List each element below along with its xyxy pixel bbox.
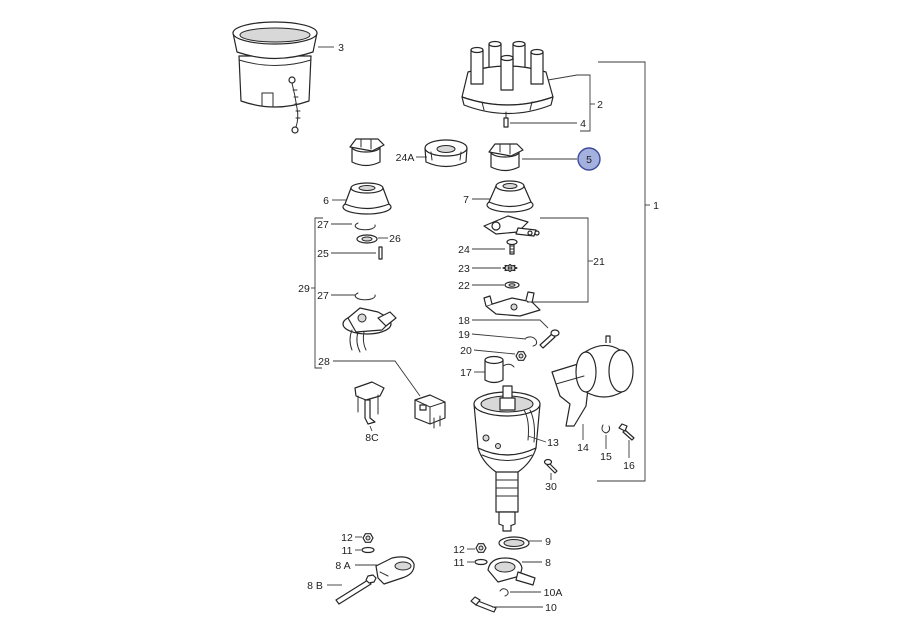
part-rotor-alt — [349, 138, 385, 167]
callout-19[interactable]: 19 — [458, 329, 470, 341]
part-22-washer — [504, 281, 520, 289]
part-9-seal-ring — [498, 536, 530, 550]
part-11-washer-left — [361, 546, 375, 554]
callout-8a[interactable]: 8 A — [335, 560, 350, 572]
callout-9[interactable]: 9 — [545, 536, 551, 548]
callout-30[interactable]: 30 — [545, 481, 557, 493]
callout-18[interactable]: 18 — [458, 315, 470, 327]
part-29-breaker-plate-assembly — [342, 307, 397, 353]
part-3-shield — [232, 21, 318, 108]
callout-12-right[interactable]: 12 — [453, 544, 465, 556]
part-3-ground-wire — [288, 76, 301, 134]
callout-27-upper[interactable]: 27 — [317, 219, 329, 231]
part-30-screw — [543, 458, 558, 474]
part-16-screw — [618, 423, 635, 441]
part-13-distributor-housing — [473, 385, 541, 532]
part-7-dust-shield — [486, 180, 534, 213]
callout-10a[interactable]: 10A — [544, 587, 563, 599]
callout-20[interactable]: 20 — [460, 345, 472, 357]
part-15-clip — [601, 424, 611, 434]
part-4-carbon-brush — [503, 111, 509, 128]
part-26-washer — [356, 234, 378, 244]
callout-5[interactable]: 5 — [586, 154, 592, 166]
callout-27-lower[interactable]: 27 — [317, 290, 329, 302]
callout-7[interactable]: 7 — [463, 194, 469, 206]
part-12-nut-right — [475, 543, 487, 553]
part-8-clamp — [487, 557, 536, 586]
callout-17[interactable]: 17 — [460, 367, 472, 379]
callout-2[interactable]: 2 — [597, 99, 603, 111]
part-28-connector — [414, 394, 446, 429]
callout-8c[interactable]: 8C — [365, 432, 379, 444]
callout-29[interactable]: 29 — [298, 283, 310, 295]
part-8c-bracket — [354, 381, 385, 425]
callout-5-highlight[interactable] — [577, 147, 601, 171]
callout-11-right[interactable]: 11 — [454, 557, 465, 569]
part-14-vacuum-unit — [551, 335, 634, 427]
part-27-circlip-upper — [354, 222, 376, 231]
callout-6[interactable]: 6 — [323, 195, 329, 207]
callout-24[interactable]: 24 — [458, 244, 470, 256]
callout-11-left[interactable]: 11 — [342, 545, 353, 557]
callout-21[interactable]: 21 — [593, 256, 605, 268]
leader-lines — [311, 46, 650, 608]
callout-15[interactable]: 15 — [600, 451, 612, 463]
part-10-bolt — [470, 596, 497, 613]
callout-23[interactable]: 23 — [458, 263, 470, 275]
part-12-nut-left — [362, 533, 374, 543]
callout-28[interactable]: 28 — [318, 356, 330, 368]
callout-10[interactable]: 10 — [545, 602, 557, 614]
callout-13[interactable]: 13 — [547, 437, 559, 449]
callout-8[interactable]: 8 — [545, 557, 551, 569]
callout-3[interactable]: 3 — [338, 42, 344, 54]
part-20-nut — [515, 351, 527, 361]
callout-1[interactable]: 1 — [653, 200, 659, 212]
part-8a-clamp — [375, 556, 415, 585]
part-2-distributor-cap — [461, 40, 554, 115]
callout-24a[interactable]: 24A — [396, 152, 415, 164]
callout-26[interactable]: 26 — [389, 233, 401, 245]
part-27-circlip-lower — [354, 292, 376, 301]
part-6-dust-shield — [342, 182, 392, 215]
part-18-screw — [539, 329, 560, 349]
part-11-washer-right — [474, 558, 488, 566]
callout-8b[interactable]: 8 B — [307, 580, 323, 592]
part-17-condenser — [484, 355, 515, 384]
part-19-clip — [525, 336, 538, 347]
callout-14[interactable]: 14 — [577, 442, 589, 454]
part-21-contact-breaker — [483, 215, 540, 237]
part-10a-spring-washer — [499, 588, 509, 597]
callout-16[interactable]: 16 — [623, 460, 635, 472]
part-5-rotor — [488, 143, 524, 172]
part-8b-bolt — [335, 574, 377, 605]
part-21-base-plate — [483, 291, 541, 317]
callout-25[interactable]: 25 — [317, 248, 329, 260]
callouts: 1 2 3 4 5 24A 6 7 27 26 25 29 27 21 24 2… — [298, 42, 659, 614]
callout-12-left[interactable]: 12 — [341, 532, 353, 544]
part-24a-ring — [424, 139, 468, 168]
callout-4[interactable]: 4 — [580, 118, 586, 130]
part-24-screw — [506, 238, 518, 255]
part-23-lock-washer — [502, 263, 518, 273]
part-25-pin — [378, 246, 383, 260]
callout-22[interactable]: 22 — [458, 280, 470, 292]
